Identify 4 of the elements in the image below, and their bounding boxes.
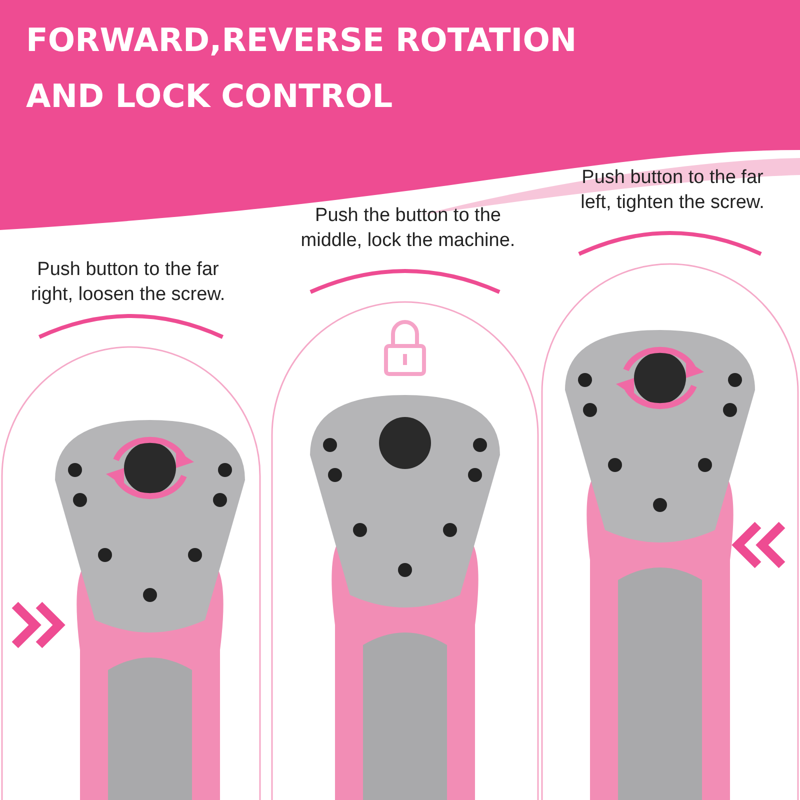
caption: Push button to the far left, tighten the screw. — [580, 166, 766, 215]
title: FORWARD,REVERSE ROTATION AND LOCK CONTROL — [26, 20, 578, 117]
caption: Push button to the far right, loosen the screw. — [30, 258, 226, 307]
caption: Push the button to the middle, lock the machine. — [300, 204, 516, 253]
